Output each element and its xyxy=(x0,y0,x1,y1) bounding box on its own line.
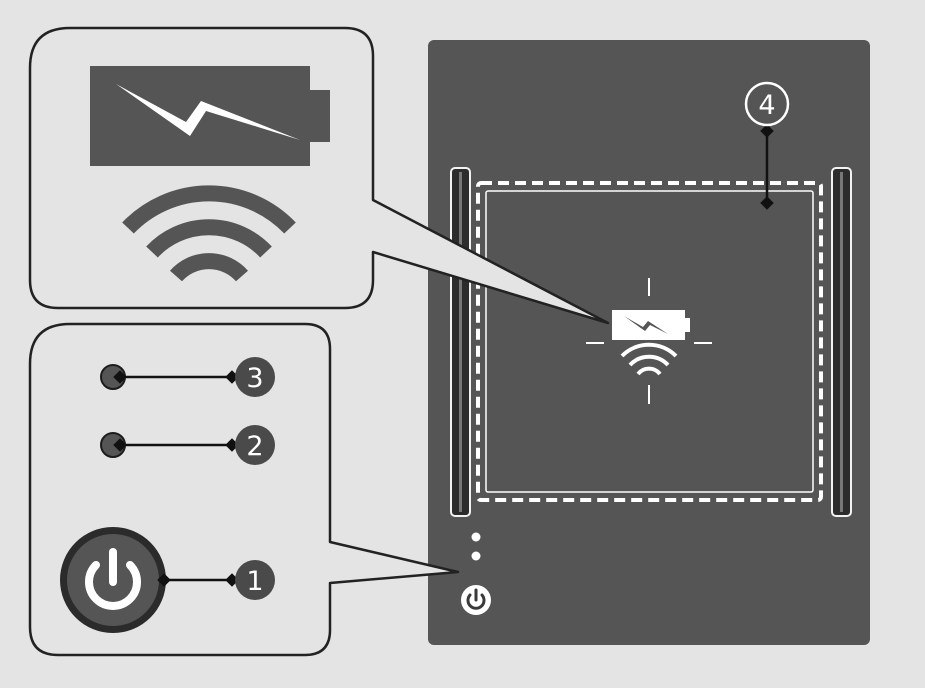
device-led-upper xyxy=(471,532,481,542)
battery-charging-icon xyxy=(90,66,330,166)
device-led-lower xyxy=(471,551,481,561)
wireless-signal-icon xyxy=(122,185,296,282)
center-charging-icon xyxy=(586,278,712,404)
status-icons-callout xyxy=(28,26,610,325)
device-power-button[interactable] xyxy=(461,585,491,615)
power-button[interactable] xyxy=(60,527,166,633)
controls-callout xyxy=(28,322,460,657)
charging-area xyxy=(476,181,823,502)
callout-badge-3: 3 xyxy=(235,357,275,397)
callout-badge-1: 1 xyxy=(235,560,275,600)
small-wireless-signal-icon xyxy=(620,342,678,376)
callout-number-1: 1 xyxy=(246,566,263,597)
callout-number-2: 2 xyxy=(246,431,263,462)
right-rail xyxy=(831,167,852,517)
left-rail xyxy=(450,167,471,517)
power-icon xyxy=(466,588,486,610)
leader-lines xyxy=(113,124,774,587)
device xyxy=(428,40,870,645)
small-battery-charging-icon xyxy=(612,310,690,340)
power-icon xyxy=(85,548,141,610)
callout-badge-2: 2 xyxy=(235,425,275,465)
callout-number-4: 4 xyxy=(758,90,775,121)
device-body xyxy=(428,40,870,645)
callout-number-3: 3 xyxy=(246,363,263,394)
callout-badge-4: 4 xyxy=(744,81,790,127)
